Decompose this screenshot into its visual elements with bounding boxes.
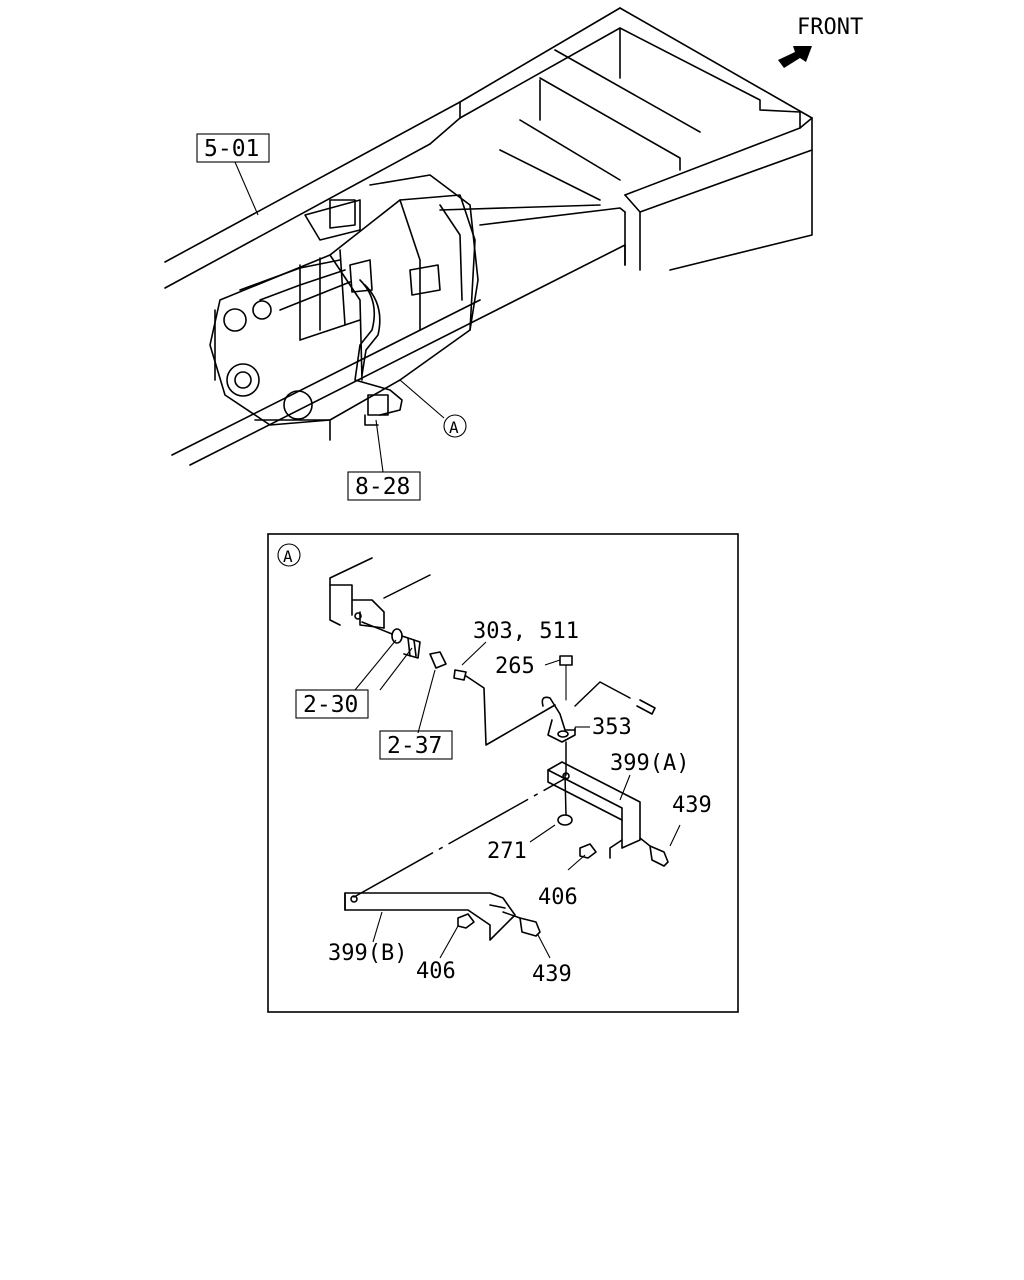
ref-5-01-label: 5-01 [204,136,259,162]
bracket-399a [547,761,641,859]
bracket-399b [344,777,567,941]
callout-a-main: A [399,379,467,438]
ref-5-01: 5-01 [196,133,270,216]
ref-8-28: 8-28 [347,419,421,501]
sensor-harness [354,279,403,426]
part-353: 353 [592,715,632,740]
ref-2-37 [379,730,453,760]
frame-section [329,557,431,629]
part-399a: 399(A) [610,751,689,776]
front-label: FRONT [797,15,863,40]
ref-2-37-label: 2-37 [387,733,442,759]
part-439-upper: 439 [672,793,712,818]
detail-view-a: A [267,533,739,1013]
front-indicator: FRONT [778,15,863,68]
part-265: 265 [495,654,535,679]
front-arrow-icon [778,46,812,68]
part-399b: 399(B) [328,941,407,966]
part-439-lower: 439 [532,962,572,987]
part-406-upper: 406 [538,885,578,910]
chassis-frame [164,7,813,466]
sensor-fitting [361,621,556,746]
callout-a-detail-label: A [283,547,293,566]
part-271: 271 [487,839,527,864]
bolt-439-upper [579,837,669,867]
ref-8-28-label: 8-28 [355,474,410,500]
ref-2-30 [295,689,369,719]
clip-353 [541,655,656,776]
ref-2-30-label: 2-30 [303,692,358,718]
part-303-511: 303, 511 [473,619,579,644]
leader-lines [354,639,681,959]
part-406-lower: 406 [416,959,456,984]
callout-a-detail [277,543,301,567]
transmission-assembly [209,174,479,441]
callout-a-main-label: A [449,418,459,437]
